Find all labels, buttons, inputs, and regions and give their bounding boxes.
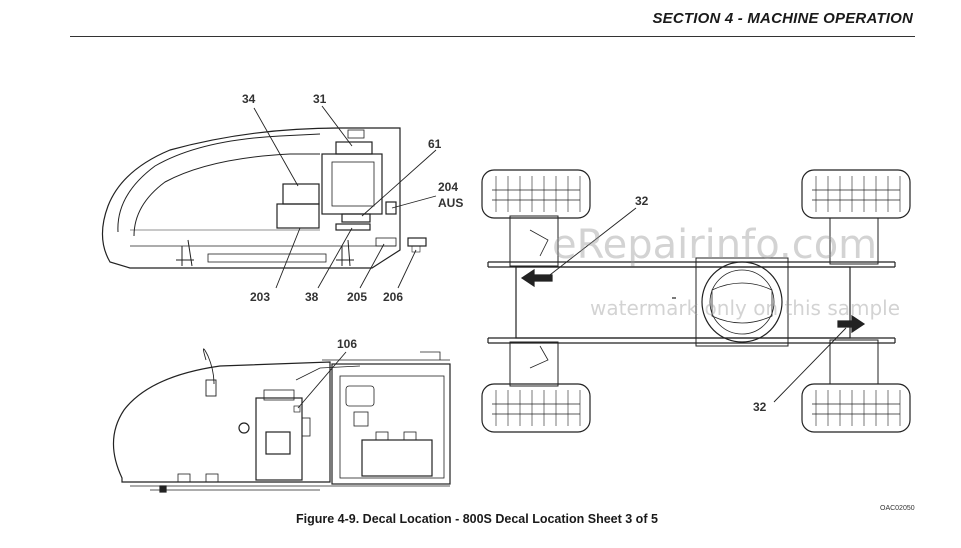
callout-32-bottom: 32 [753,400,767,414]
leader-lines-top-left [253,105,437,289]
callout-32-top: 32 [635,194,649,208]
watermark-main: eRepairinfo.com [552,222,878,268]
watermark-sub: watermark only on this sample [590,296,901,320]
callout-203: 203 [250,290,271,304]
callout-204: 204 [438,180,459,194]
callout-206: 206 [383,290,404,304]
header-rule [70,36,915,37]
leader-line-106 [297,351,347,409]
figure-caption: Figure 4-9. Decal Location - 800S Decal … [296,512,658,526]
figure-code: OAC02050 [880,505,915,512]
hood-side-view [101,127,427,269]
callout-aus: AUS [438,196,464,210]
callout-61: 61 [428,137,442,151]
leader-lines-chassis [545,207,847,403]
callout-106: 106 [337,337,358,351]
callout-31: 31 [313,92,327,106]
chassis-top-view [481,169,911,433]
section-title: SECTION 4 - MACHINE OPERATION [652,10,913,27]
callout-205: 205 [347,290,368,304]
cutaway-side-view [112,348,451,493]
callout-34: 34 [242,92,256,106]
callout-38: 38 [305,290,319,304]
